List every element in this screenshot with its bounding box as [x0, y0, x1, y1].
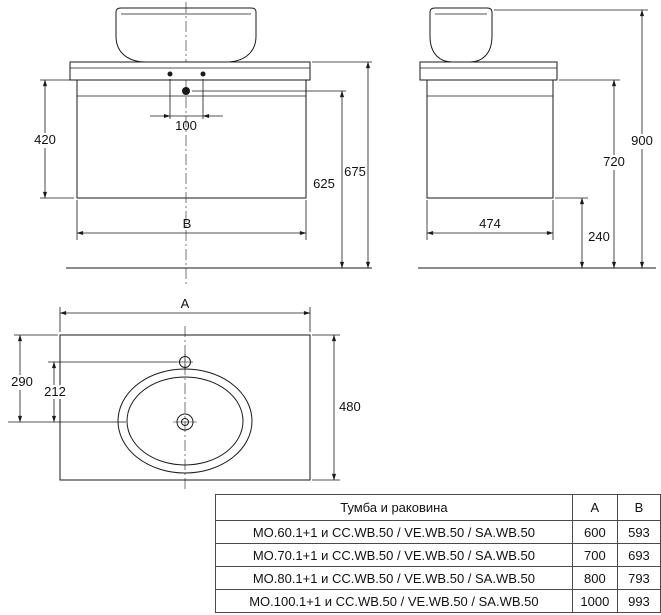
header-name: Тумба и раковина [215, 494, 573, 521]
cell-b: 593 [616, 520, 661, 544]
dim-720: 720 [559, 79, 629, 269]
header-b: B [616, 494, 661, 521]
dim-480-label: 480 [339, 399, 361, 414]
dim-B: B [76, 200, 307, 240]
dim-675-label: 675 [344, 164, 366, 179]
cell-b: 993 [616, 589, 661, 613]
dim-212-label: 212 [44, 384, 66, 399]
dim-290-label: 290 [11, 374, 33, 389]
cell-name: MO.60.1+1 и CC.WB.50 / VE.WB.50 / SA.WB.… [215, 520, 573, 544]
dim-100-label: 100 [175, 118, 197, 133]
cell-b: 793 [616, 566, 661, 590]
cabinet-front-outline [76, 79, 307, 199]
dim-A: A [59, 296, 311, 332]
table-row: MO.80.1+1 и CC.WB.50 / VE.WB.50 / SA.WB.… [215, 566, 661, 590]
cell-name: MO.80.1+1 и CC.WB.50 / VE.WB.50 / SA.WB.… [215, 566, 573, 590]
dim-474-label: 474 [479, 216, 501, 231]
dim-420: 420 [30, 79, 74, 199]
cell-name: MO.70.1+1 и CC.WB.50 / VE.WB.50 / SA.WB.… [215, 543, 573, 567]
basin-plan-inner [126, 376, 244, 466]
dim-625: 625 [192, 90, 346, 269]
dim-720-label: 720 [603, 154, 625, 169]
countertop-plan-outline [59, 334, 311, 481]
dim-100: 100 [150, 79, 223, 133]
cell-a: 700 [571, 543, 618, 567]
side-view: 474 240 720 900 [418, 7, 657, 269]
dim-480: 480 [312, 334, 361, 481]
cell-b: 693 [616, 543, 661, 567]
dim-212: 212 [40, 361, 177, 423]
dim-675: 675 [312, 61, 372, 269]
dim-290: 290 [7, 334, 126, 423]
faucet-hole [177, 354, 193, 370]
drain-hole-front [182, 87, 190, 95]
drain-hole-plan [173, 413, 197, 431]
table-row: MO.70.1+1 и CC.WB.50 / VE.WB.50 / SA.WB.… [215, 543, 661, 567]
dim-474: 474 [426, 200, 554, 240]
cell-a: 600 [571, 520, 618, 544]
cabinet-side-outline [426, 79, 554, 199]
fixing-hole-right [200, 71, 206, 77]
dim-240: 240 [555, 197, 610, 269]
dim-625-label: 625 [313, 176, 335, 191]
spec-table: Тумба и раковина A B MO.60.1+1 и CC.WB.5… [215, 494, 661, 613]
fixing-hole-left [167, 71, 173, 77]
washbasin-side-outline [429, 7, 493, 63]
cell-a: 800 [571, 566, 618, 590]
washbasin-front-outline [115, 7, 257, 63]
dim-A-label: A [181, 296, 190, 311]
table-header-row: Тумба и раковина A B [215, 494, 661, 521]
table-row: MO.60.1+1 и CC.WB.50 / VE.WB.50 / SA.WB.… [215, 520, 661, 544]
table-row: MO.100.1+1 и CC.WB.50 / VE.WB.50 / SA.WB… [215, 589, 661, 613]
countertop-front [69, 61, 311, 81]
dim-240-label: 240 [588, 229, 610, 244]
top-view: A 480 290 212 [7, 296, 361, 492]
cell-name: MO.100.1+1 и CC.WB.50 / VE.WB.50 / SA.WB… [215, 589, 573, 613]
dim-900: 900 [494, 9, 657, 269]
countertop-side [419, 61, 558, 81]
dim-B-label: B [183, 216, 192, 231]
dim-420-label: 420 [34, 132, 56, 147]
front-view: 100 420 B 625 675 [30, 2, 372, 286]
cell-a: 1000 [571, 589, 618, 613]
header-a: A [571, 494, 618, 521]
dim-900-label: 900 [631, 133, 653, 148]
